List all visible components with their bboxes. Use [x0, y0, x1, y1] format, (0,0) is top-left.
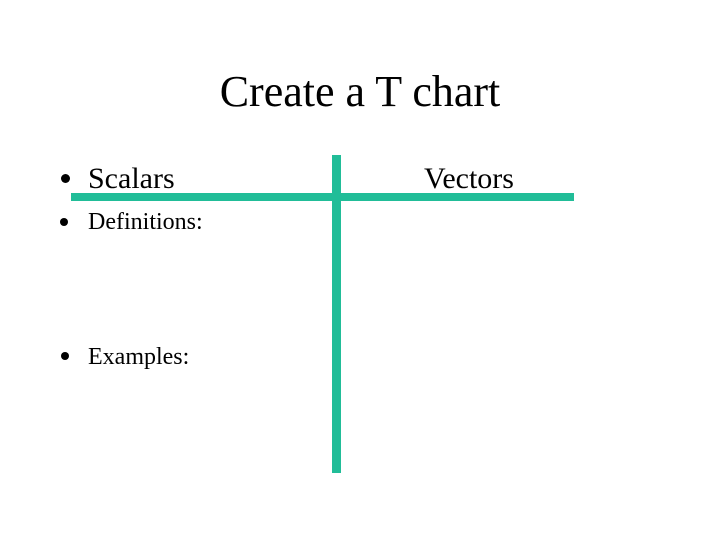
slide-title: Create a T chart	[219, 67, 501, 116]
t-chart-vertical-line	[332, 155, 341, 473]
right-column-header: Vectors	[424, 162, 514, 195]
t-chart-horizontal-line	[71, 193, 574, 201]
left-column-header: Scalars	[88, 162, 175, 195]
bullet-item-examples: Examples:	[88, 344, 190, 370]
bullet-icon	[60, 218, 68, 226]
bullet-item-definitions: Definitions:	[88, 209, 203, 235]
bullet-icon	[61, 352, 69, 360]
bullet-icon	[61, 174, 70, 183]
